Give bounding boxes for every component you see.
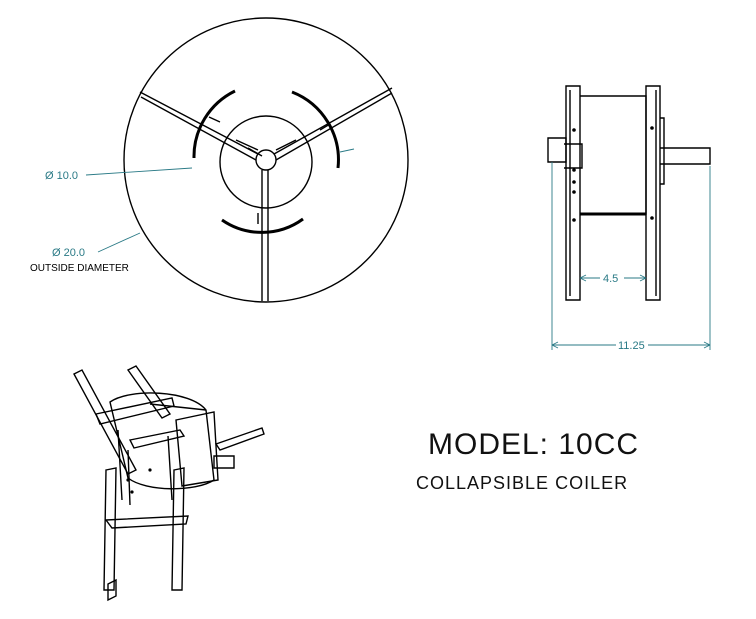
outer-disc — [123, 17, 409, 303]
bolt-holes — [572, 126, 654, 222]
inner-width-label: 4.5 — [603, 273, 618, 285]
right-flange — [645, 85, 661, 301]
front-leaders — [85, 148, 355, 253]
spokes — [139, 87, 393, 301]
left-flange — [565, 85, 581, 301]
shaft-stub-left — [547, 137, 567, 163]
overall-width-label: 11.25 — [618, 340, 645, 352]
outside-diameter-note: OUTSIDE DIAMETER — [30, 263, 129, 274]
front-view: Ø 10.0 Ø 20.0 OUTSIDE DIAMETER — [30, 17, 409, 303]
dim-overall-width — [551, 162, 711, 350]
shaft-right — [660, 147, 711, 165]
side-view: 4.5 11.25 — [547, 85, 711, 352]
center-shaft — [255, 149, 277, 171]
model-description: COLLAPSIBLE COILER — [416, 473, 628, 493]
drum — [580, 95, 647, 215]
coil-shoes — [192, 89, 340, 234]
inner-diameter-label: Ø 10.0 — [45, 170, 78, 182]
outer-diameter-label: Ø 20.0 — [52, 247, 85, 259]
isometric-view — [73, 365, 265, 602]
model-title: MODEL: 10CC — [428, 428, 639, 461]
hub-brackets — [235, 139, 297, 157]
hub-circle — [219, 115, 313, 209]
title-block: MODEL: 10CC COLLAPSIBLE COILER — [416, 428, 639, 493]
